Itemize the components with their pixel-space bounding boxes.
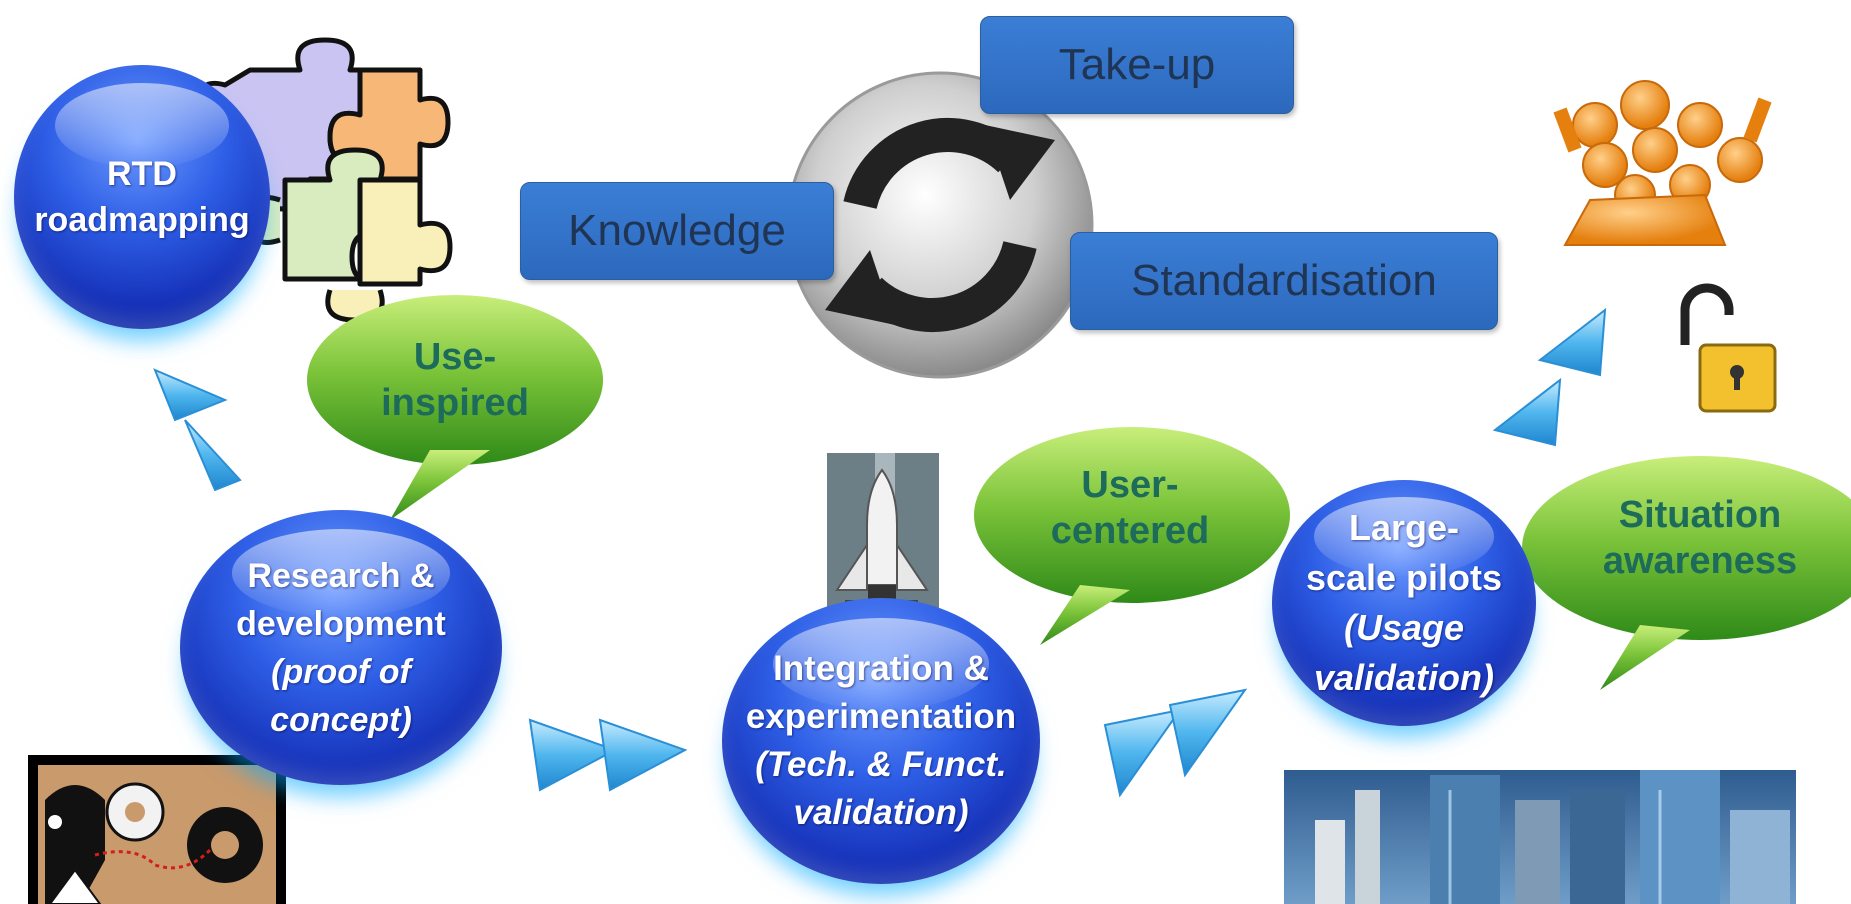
node-pilots-line-2: scale pilots	[1305, 557, 1503, 598]
people-group-icon	[1553, 80, 1772, 246]
arrow-research-to-integration	[528, 718, 688, 792]
space-shuttle-icon	[827, 453, 939, 618]
node-research-line-1: Research &	[247, 556, 435, 595]
node-pilots-italic-1: (Usage	[1343, 607, 1465, 648]
bubble-use-inspired-line-1: Use-	[413, 336, 497, 378]
node-research-line-2: development	[236, 604, 446, 643]
node-integration-line-2: experimentation	[745, 697, 1017, 736]
bubble-user-centered: User- centered	[1000, 458, 1260, 558]
arrow-integration-to-pilots	[1103, 688, 1248, 798]
node-integration-italic-1: (Tech. & Funct.	[755, 745, 1007, 784]
label-box-takeup: Take-up	[980, 16, 1294, 114]
bubble-user-centered-line-2: centered	[1050, 510, 1210, 552]
node-pilots-line-1: Large-	[1348, 507, 1460, 548]
refresh-cycle-icon	[786, 71, 1094, 379]
bubble-user-centered-line-1: User-	[1081, 464, 1179, 506]
takeup-label: Take-up	[1058, 40, 1216, 89]
node-pilots-italic-2: validation)	[1313, 657, 1495, 698]
skyscrapers-image	[1284, 770, 1796, 904]
gears-thinker-icon	[28, 755, 286, 904]
bubble-use-inspired: Use- inspired	[330, 330, 580, 430]
node-large-scale-pilots: Large- scale pilots (Usage validation)	[1272, 480, 1536, 726]
label-box-standardisation: Standardisation	[1070, 232, 1498, 330]
label-box-knowledge: Knowledge	[520, 182, 834, 280]
node-research-development: Research & development (proof of concept…	[180, 510, 502, 785]
knowledge-label: Knowledge	[568, 206, 786, 255]
node-integration-line-1: Integration &	[773, 649, 989, 688]
arrow-pilots-to-people	[1492, 307, 1607, 447]
arrow-rtd-to-research	[153, 368, 242, 492]
open-padlock-icon	[1680, 283, 1777, 413]
bubble-user-centered-shape	[974, 427, 1290, 645]
bubble-situation-awareness: Situation awareness	[1555, 488, 1845, 588]
bubble-use-inspired-shape	[307, 295, 603, 520]
bubble-situation-line-1: Situation	[1618, 494, 1782, 536]
node-research-italic-1: (proof of	[271, 652, 411, 691]
node-rtd-line-1: RTD	[107, 155, 177, 193]
bubble-situation-line-2: awareness	[1602, 540, 1798, 582]
node-rtd-roadmapping: RTD roadmapping	[14, 65, 270, 329]
node-rtd-line-2: roadmapping	[34, 201, 250, 239]
standardisation-label: Standardisation	[1131, 256, 1437, 305]
node-research-italic-2: concept)	[270, 700, 412, 739]
bubble-use-inspired-line-2: inspired	[381, 382, 529, 424]
node-integration-experimentation: Integration & experimentation (Tech. & F…	[722, 598, 1040, 884]
node-integration-italic-2: validation)	[793, 793, 969, 832]
bubble-situation-shape	[1522, 456, 1851, 690]
